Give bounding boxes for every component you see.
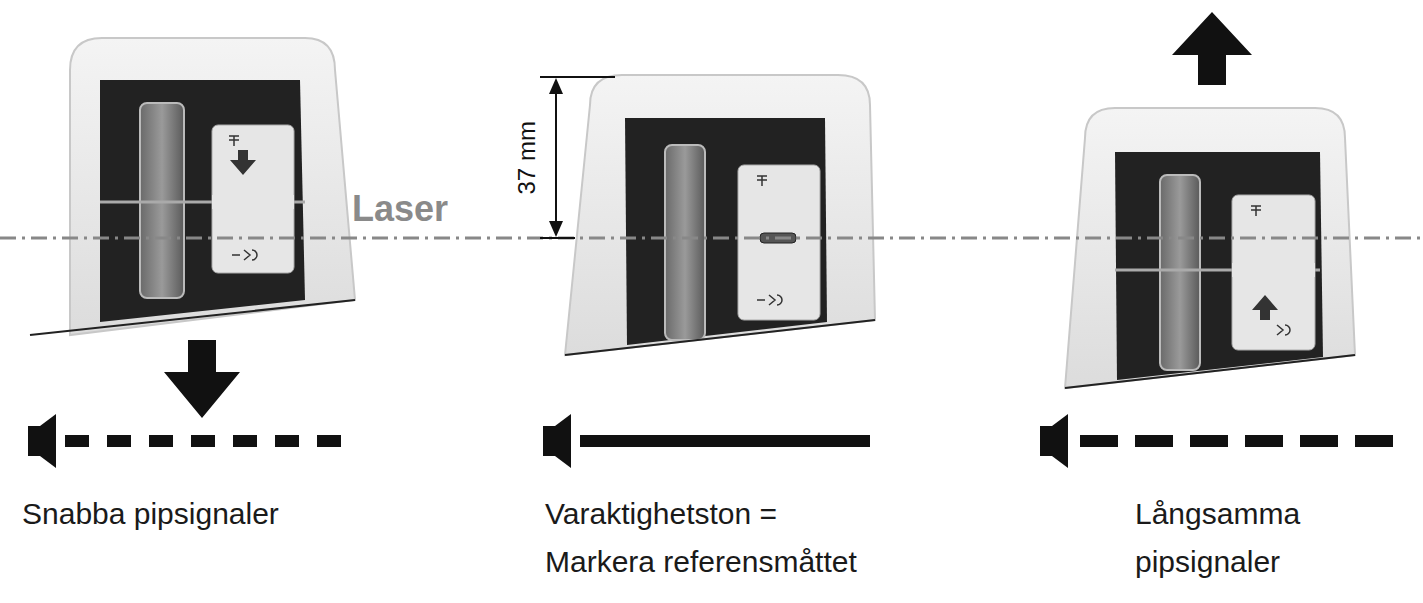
signal-label: Långsamma (1135, 497, 1300, 532)
dash (191, 435, 215, 447)
dash (149, 435, 173, 447)
signal-label: Markera referensmåttet (545, 545, 857, 580)
signal-label: Snabba pipsignaler (22, 497, 279, 532)
laser-line (0, 237, 1423, 240)
signal-label: pipsignaler (1135, 545, 1280, 580)
receiver-device (1065, 108, 1355, 388)
slow-beep-dashes (1080, 435, 1393, 447)
receiver-device (30, 38, 355, 335)
dash (317, 435, 341, 447)
dimension-label: 37 mm (513, 121, 541, 194)
dash (1080, 435, 1118, 447)
receiver-device (565, 75, 875, 355)
direction-arrow (1172, 12, 1252, 85)
dash (65, 435, 89, 447)
dash (1355, 435, 1393, 447)
dash (233, 435, 257, 447)
dash (107, 435, 131, 447)
dash (275, 435, 299, 447)
fast-beep-dashes (65, 435, 341, 447)
dash (1300, 435, 1338, 447)
laser-label: Laser (352, 188, 448, 229)
dimension-line (540, 77, 615, 238)
direction-arrow (164, 340, 240, 418)
dash (1245, 435, 1283, 447)
dash (1190, 435, 1228, 447)
beep-signal (28, 414, 1068, 468)
signal-label: Varaktighetston = (545, 497, 777, 532)
dash (1135, 435, 1173, 447)
